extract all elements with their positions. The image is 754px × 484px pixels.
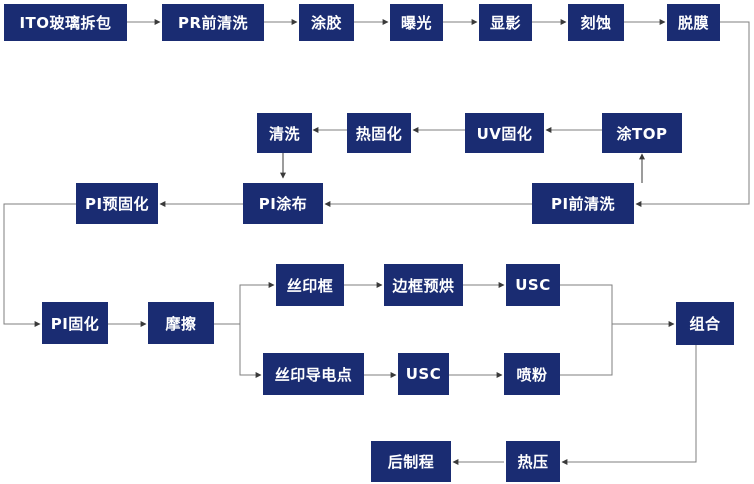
step-usc-bottom: USC [398,353,449,395]
step-etch: 刻蚀 [568,4,624,41]
step-ito-unpack: ITO玻璃拆包 [4,4,127,41]
step-strip: 脱膜 [667,4,720,41]
step-spray-powder: 喷粉 [504,353,560,395]
step-pr-coat: 涂胶 [299,4,354,41]
step-pi-coat: PI涂布 [243,183,323,224]
step-top-coat: 涂TOP [602,113,682,153]
step-clean: 清洗 [257,113,312,153]
step-pi-cure: PI固化 [42,302,108,344]
step-rub: 摩擦 [148,302,214,344]
connector-strip-to-pi-preclean [635,21,750,207]
step-usc-top: USC [506,264,560,306]
step-frame-prebake: 边框预烘 [384,264,463,306]
connector-usc-top-to-merge [560,284,613,376]
step-expose: 曝光 [390,4,443,41]
connector-branch-to-screen-frame [239,282,275,324]
step-screen-conductive: 丝印导电点 [263,353,364,395]
step-assemble: 组合 [676,302,734,345]
connector-branch-to-screen-conductive [239,324,262,378]
step-hot-press: 热压 [506,441,560,482]
step-pr-preclean: PR前清洗 [162,4,264,41]
step-pi-precure: PI预固化 [76,183,158,224]
connector-assemble-to-hot-press [561,345,697,465]
step-develop: 显影 [479,4,532,41]
connector-pi-precure-to-pi-cure [3,203,76,327]
step-screen-frame: 丝印框 [276,264,344,306]
step-thermal-cure: 热固化 [347,113,411,153]
step-uv-cure: UV固化 [465,113,544,153]
step-post-process: 后制程 [371,441,451,482]
step-pi-preclean: PI前清洗 [532,183,634,224]
